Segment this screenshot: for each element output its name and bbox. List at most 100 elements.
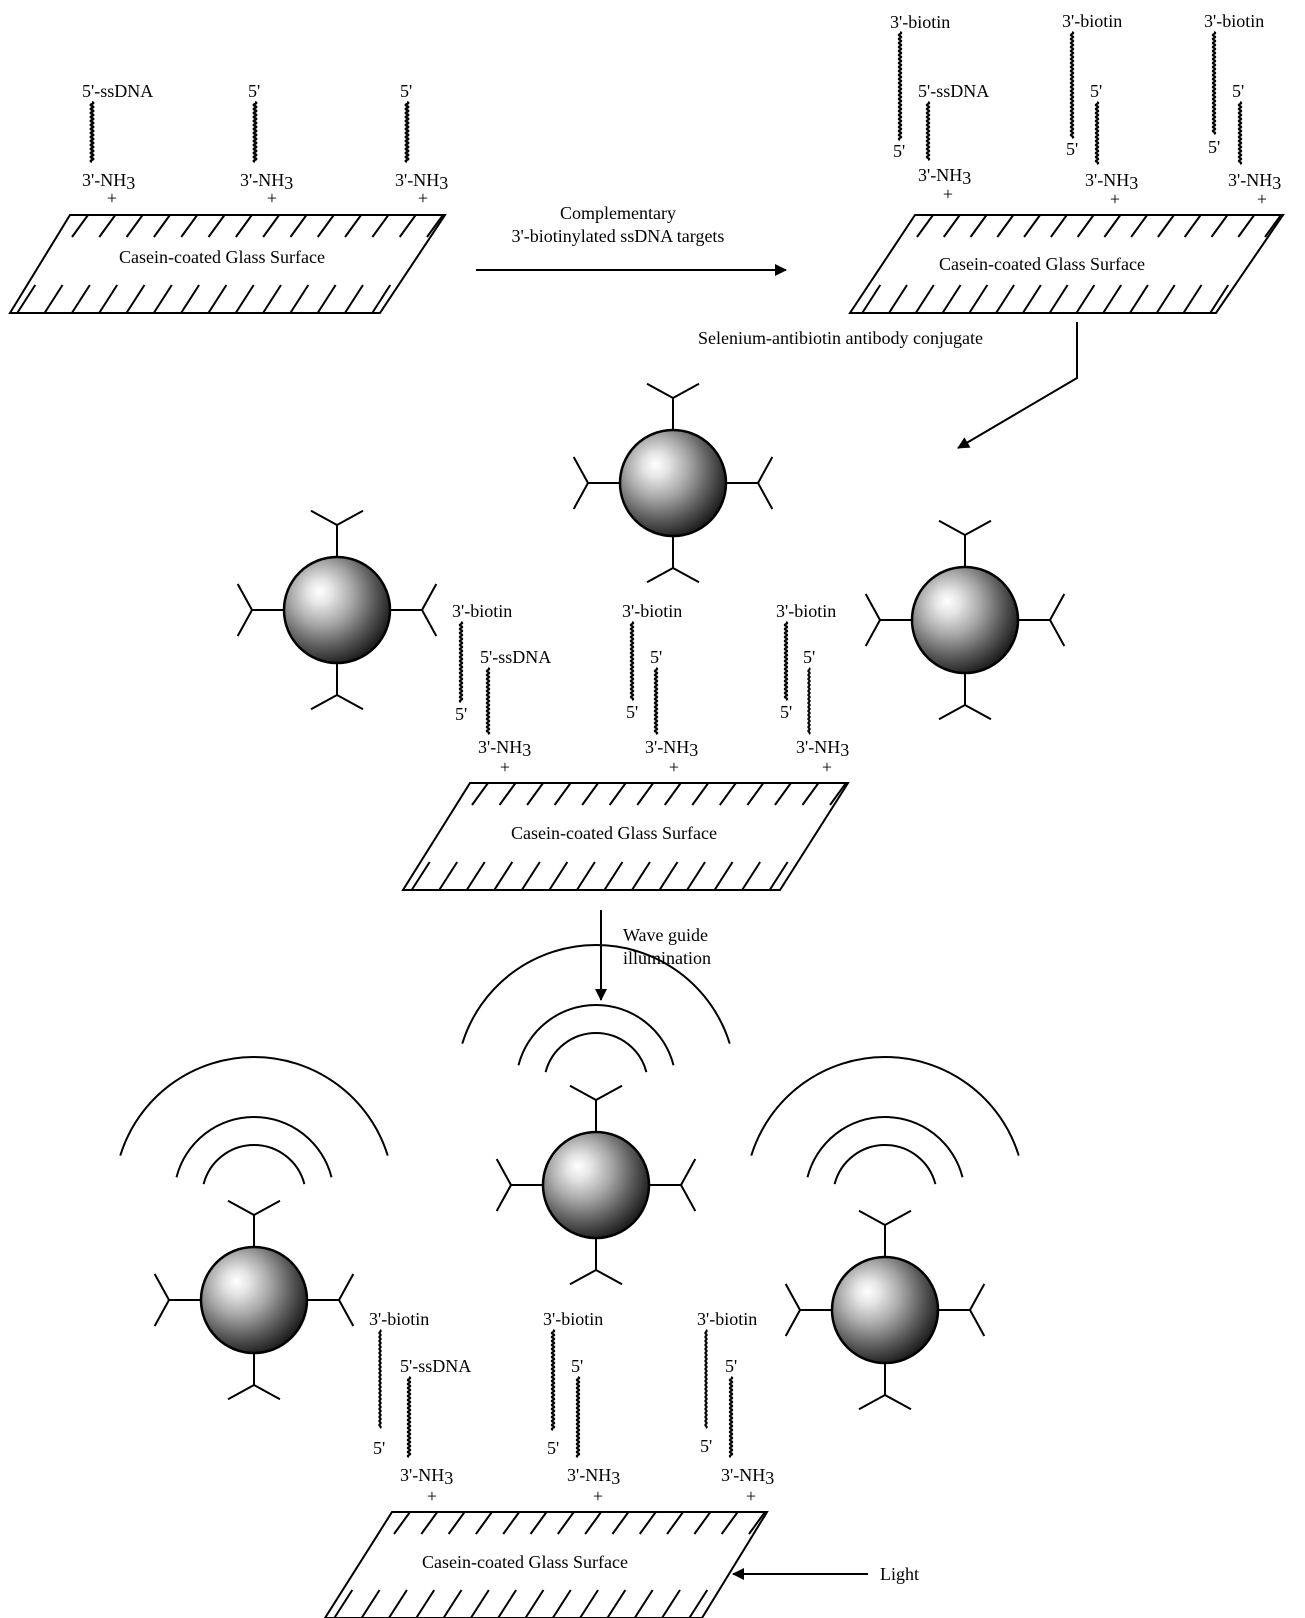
hatch-line (180, 284, 200, 314)
hatch-line (180, 214, 199, 238)
hatch-line (661, 1589, 681, 1618)
hatch-line (475, 1511, 493, 1535)
hatch-line (333, 1589, 354, 1618)
antibody-arm (421, 583, 438, 611)
hatch-line (1050, 214, 1068, 238)
probe-5prime-label: 5' (571, 1356, 583, 1376)
bead-sphere (199, 1245, 309, 1355)
charge-plus: + (427, 1486, 437, 1506)
scatter-arc (175, 1116, 333, 1178)
target-5prime-label: 5' (626, 702, 638, 722)
panel-3: Casein-coated Glass Surface 3'-biotin 5'… (236, 382, 1066, 891)
target-biotin-label: 3'-biotin (890, 12, 950, 32)
target-5prime-label: 5' (455, 704, 467, 724)
probe-5prime-label: 5' (1090, 81, 1102, 101)
amine-label: 3'-NH3 (796, 737, 849, 760)
hatch-line (658, 861, 679, 891)
scatter-arc (517, 1004, 675, 1066)
hatch-line (611, 1511, 630, 1535)
probe-5prime-label: 5' (248, 81, 260, 101)
dna-duplex: 3'-biotin 5' 5' 3'-NH3 + (1204, 11, 1281, 209)
hatch-line (1048, 284, 1069, 314)
target-biotin-label: 3'-biotin (543, 1309, 603, 1329)
hatch-line (471, 782, 489, 806)
hatch-line (207, 284, 228, 314)
antibody-arm (938, 704, 966, 721)
surface-hatching (861, 214, 1282, 314)
hatch-line (576, 861, 596, 891)
step-arrow-diagonal (957, 322, 1078, 449)
antibody-arm (495, 1158, 512, 1186)
bead-sphere (282, 555, 392, 665)
hatch-line (748, 1511, 766, 1535)
probe-strand (1237, 101, 1243, 165)
hatch-line (631, 861, 651, 891)
antibody-arm (864, 593, 881, 621)
antibody-arm (864, 619, 881, 647)
hatch-line (465, 861, 486, 891)
amine-label: 3'-NH3 (400, 1465, 453, 1488)
antibody-arm (336, 694, 364, 711)
antibody-arm (969, 1283, 986, 1311)
probe-strand (925, 101, 931, 161)
selenium-bead (495, 1084, 697, 1286)
charge-plus: + (669, 757, 679, 777)
hatch-line (71, 284, 91, 314)
antibody-arm (153, 1299, 170, 1327)
hatch-line (969, 214, 988, 238)
light-scatter-waves (119, 1056, 389, 1185)
hatch-line (1210, 214, 1229, 238)
hatch-line (43, 284, 64, 314)
hybridization-label-line1: Complementary (560, 203, 676, 223)
charge-plus: + (822, 757, 832, 777)
target-strand (378, 1329, 382, 1429)
antibody-arm (310, 694, 338, 711)
probe-strand (406, 1376, 412, 1458)
antibody-arm (672, 382, 700, 399)
surface-label-bg (915, 251, 1170, 277)
surface-label-bg (398, 1549, 653, 1575)
target-biotin-label: 3'-biotin (1062, 11, 1122, 31)
target-5prime-label: 5' (1066, 139, 1078, 159)
panel-4: Casein-coated Glass Surface 3'-biotin 5'… (119, 944, 1020, 1618)
hatch-line (916, 214, 934, 238)
antibody-arm (964, 704, 992, 721)
probe-strand (485, 667, 491, 735)
hatch-line (548, 861, 569, 891)
target-biotin-label: 3'-biotin (369, 1309, 429, 1329)
amine-label: 3'-NH3 (1085, 170, 1138, 193)
hatch-line (153, 214, 171, 238)
antibody-arm (338, 1273, 355, 1301)
probe-5prime-label: 5'-ssDNA (82, 81, 153, 101)
hatch-line (1130, 214, 1148, 238)
antibody-arm (757, 456, 774, 484)
target-biotin-label: 3'-biotin (697, 1309, 757, 1329)
hatch-line (262, 214, 280, 238)
ssdna-probe: 5' 3'-NH3 + (395, 81, 448, 208)
target-biotin-label: 3'-biotin (622, 601, 682, 621)
scatter-arc (750, 1056, 1020, 1156)
amine-label: 3'-NH3 (567, 1465, 620, 1488)
charge-plus: + (1110, 189, 1120, 209)
charge-plus: + (267, 188, 277, 208)
amine-label: 3'-NH3 (721, 1465, 774, 1488)
panel-2: Casein-coated Glass Surface 3'-biotin 5'… (848, 11, 1285, 314)
target-biotin-label: 3'-biotin (776, 601, 836, 621)
probe-strand (89, 101, 95, 163)
antibody-arm (569, 1269, 597, 1286)
hatch-line (393, 1511, 411, 1535)
glass-surface: Casein-coated Glass Surface (848, 214, 1285, 314)
antibody-arm (569, 1084, 597, 1101)
surface-label: Casein-coated Glass Surface (422, 1552, 628, 1572)
antibody-arm (938, 519, 966, 536)
probe-5prime-label: 5'-ssDNA (480, 647, 551, 667)
antibody-arm (421, 609, 438, 637)
hatch-line (152, 284, 173, 314)
hatch-line (584, 1511, 602, 1535)
surface-plate (323, 1511, 769, 1618)
amine-label: 3'-NH3 (82, 170, 135, 193)
amine-label: 3'-NH3 (918, 165, 971, 188)
antibody-arm (1049, 593, 1066, 621)
hatch-line (469, 1589, 490, 1618)
